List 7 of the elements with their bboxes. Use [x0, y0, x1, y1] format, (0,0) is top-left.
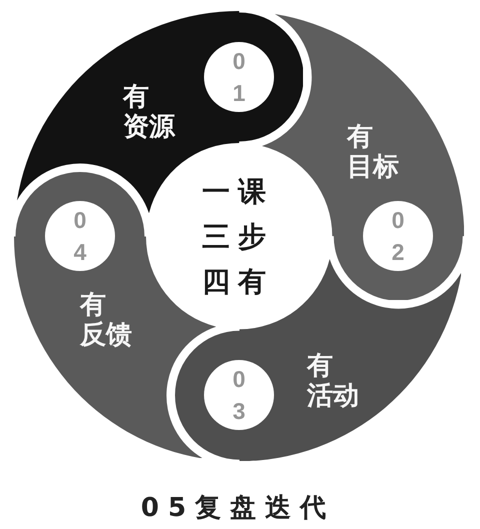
segment-label: 有活动 — [307, 350, 360, 411]
center-title: 一课三步四有 — [202, 169, 276, 304]
segment-label: 有反馈 — [80, 290, 133, 350]
segment-label: 有资源 — [122, 82, 176, 142]
segment-label: 有目标 — [346, 122, 400, 182]
bottom-label: 05复盘迭代 — [140, 493, 336, 523]
swirl-segment — [174, 258, 462, 461]
